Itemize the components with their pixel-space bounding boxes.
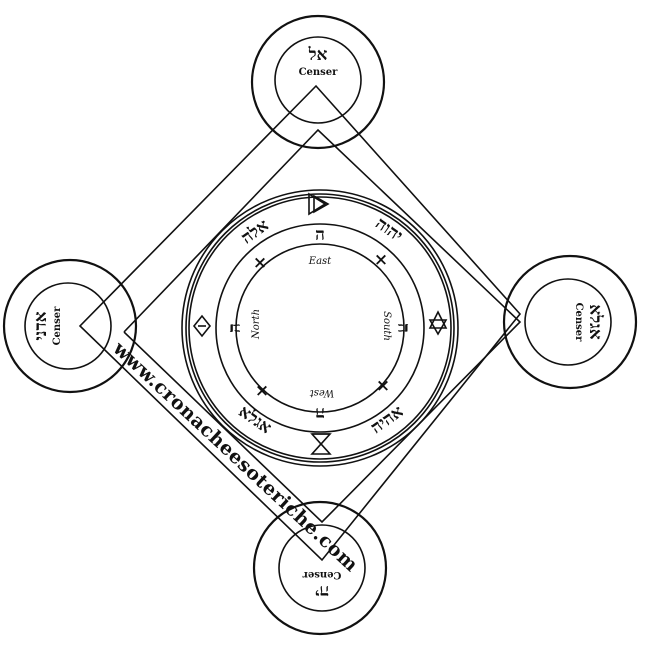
svg-text:www.cronacheesoteriche.com: www.cronacheesoteriche.com <box>108 337 363 577</box>
svg-text:אלה: אלה <box>238 215 273 248</box>
censer-bottom-outer-ring <box>252 500 388 636</box>
censer-bottom-label: יה Censer <box>302 569 342 601</box>
name-upper-left: אלה <box>238 215 273 248</box>
censer-top-outer-ring <box>250 14 386 150</box>
svg-text:ה: ה <box>225 323 245 333</box>
symbol-top-triangles <box>308 192 330 216</box>
letter-he-right: ה <box>393 323 413 333</box>
circle-outer-ring-3 <box>188 196 452 460</box>
censer-top-label: אל Censer <box>299 45 339 78</box>
censer-top-text: Censer <box>299 67 339 78</box>
censer-left-text: Censer <box>52 306 63 346</box>
censer-right-label: אגלא Censer <box>573 303 605 343</box>
censer-top-hebrew: אל <box>308 45 328 65</box>
censer-left-hebrew: אדני <box>31 311 51 340</box>
symbol-right-hexagram <box>428 310 448 336</box>
censer-left-outer-ring <box>2 258 138 394</box>
censer-right-text: Censer <box>573 303 584 343</box>
censer-right-outer-ring <box>502 254 638 390</box>
censer-left-label: אדני Censer <box>31 306 63 346</box>
circle-middle-ring <box>215 223 425 433</box>
censer-bottom-inner-ring <box>278 524 366 612</box>
direction-north: North <box>251 309 262 340</box>
svg-text:אהיה: אהיה <box>367 402 407 438</box>
circle-inner-ring <box>235 243 405 413</box>
censer-left <box>2 258 138 394</box>
censer-left-inner-ring <box>24 282 112 370</box>
letter-he-bottom: ה <box>315 403 325 423</box>
censer-right <box>502 254 638 390</box>
censer-bottom-hebrew: יה <box>315 581 329 601</box>
censer-right-inner-ring <box>524 278 612 366</box>
cross-upper-left: × <box>253 253 267 273</box>
direction-west: West <box>309 387 335 398</box>
svg-text:North: North <box>251 309 262 340</box>
censer-bottom-text: Censer <box>302 569 342 580</box>
censer-top-inner-ring <box>274 36 362 124</box>
svg-text:West: West <box>309 387 335 398</box>
direction-east: East <box>308 256 332 267</box>
censer-bottom <box>252 500 388 636</box>
inner-diamond-frame <box>123 128 522 524</box>
watermark: www.cronacheesoteriche.com <box>108 337 363 577</box>
censer-right-hebrew: אגלא <box>585 304 605 339</box>
letter-he-top: ה <box>315 225 325 245</box>
svg-text:ה: ה <box>315 403 325 423</box>
direction-south: South <box>381 311 392 341</box>
censer-top <box>250 14 386 150</box>
circle-outer-ring-2 <box>185 193 455 463</box>
cross-lower-left: × <box>255 381 269 401</box>
symbol-left-diamond <box>192 314 212 338</box>
cross-lower-right: × <box>376 376 390 396</box>
symbol-bottom-hourglass <box>310 433 332 455</box>
svg-text:South: South <box>381 311 392 341</box>
name-lower-right: אהיה <box>367 402 407 438</box>
outer-diamond-frame <box>78 84 522 562</box>
svg-text:ה: ה <box>393 323 413 333</box>
letter-he-left: ה <box>225 323 245 333</box>
circle-outer-ring-1 <box>181 189 459 467</box>
cross-upper-right: × <box>374 250 388 270</box>
